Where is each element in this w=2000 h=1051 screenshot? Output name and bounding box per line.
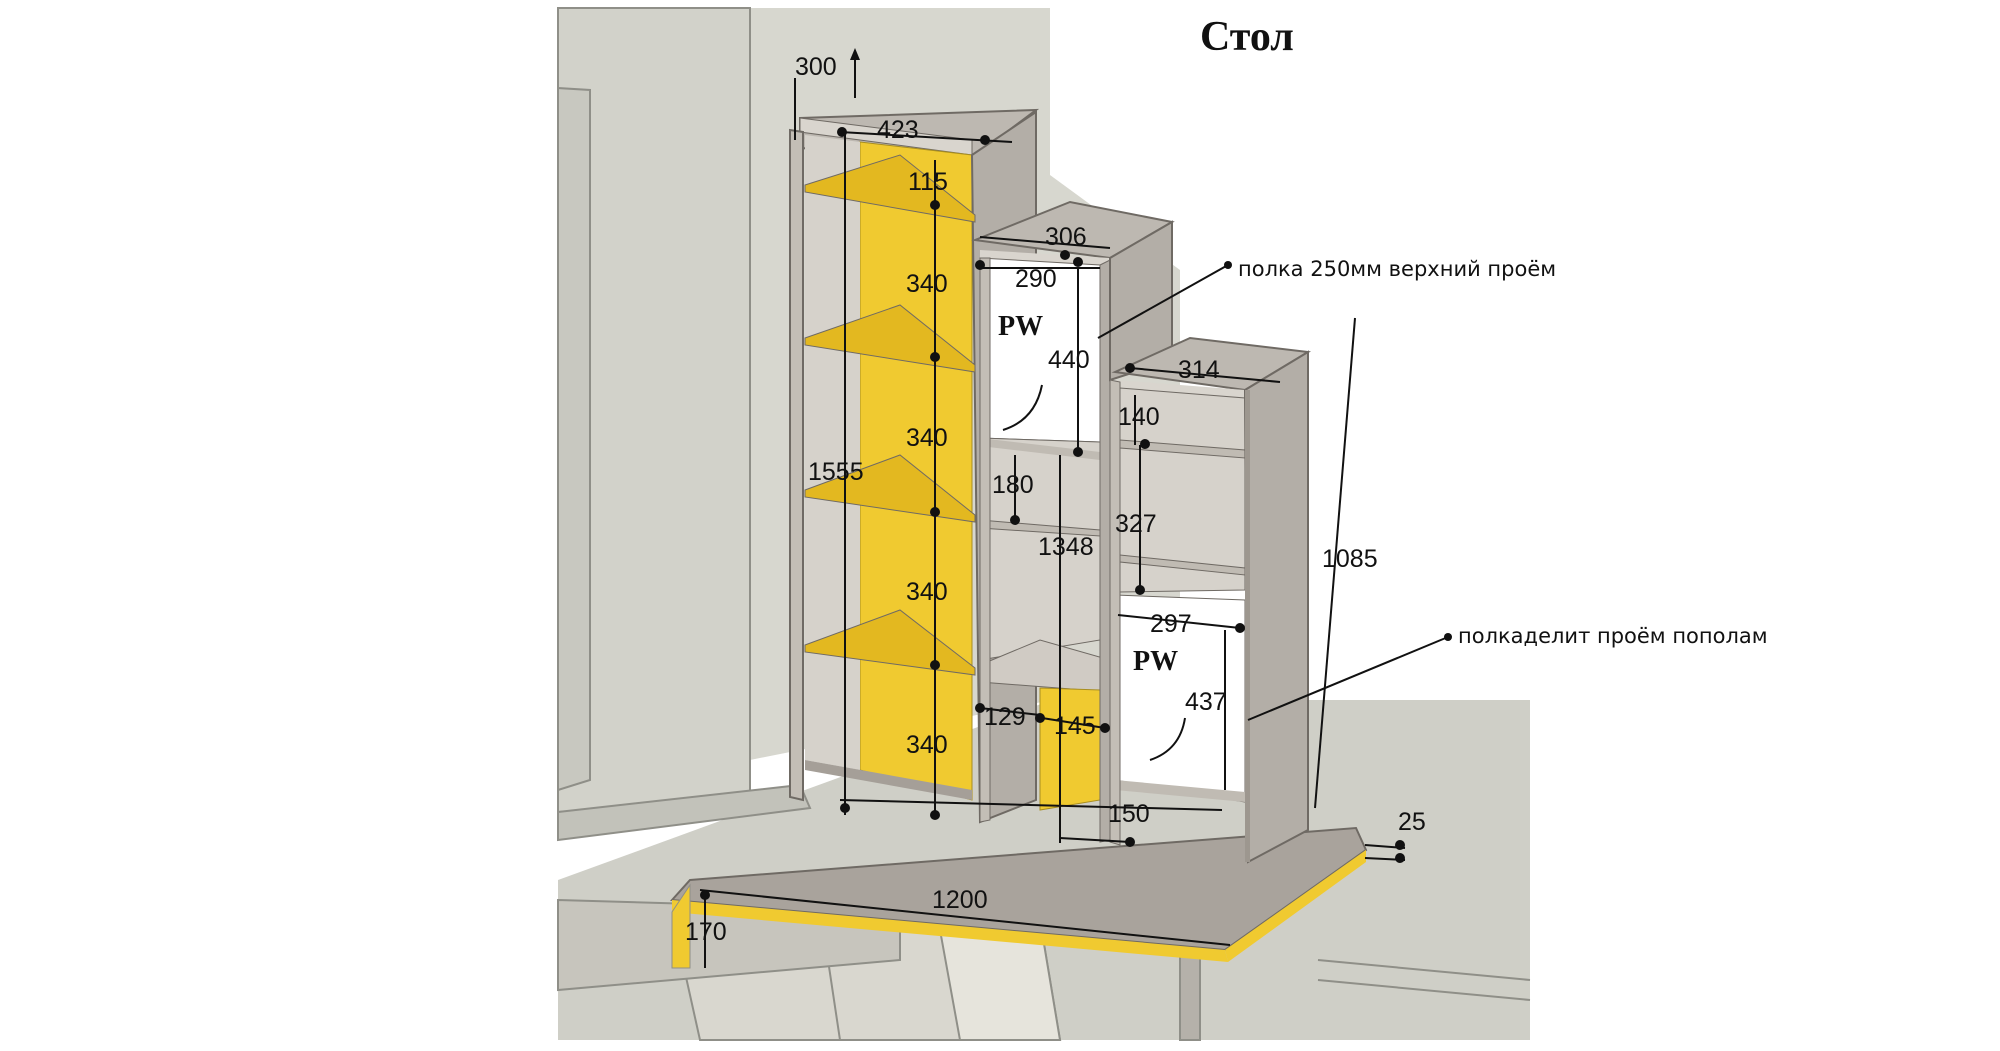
dim-140: 140 [1118, 403, 1160, 431]
dim-314: 314 [1178, 356, 1220, 384]
dim-150: 150 [1108, 800, 1150, 828]
dim-25: 25 [1398, 808, 1426, 836]
dim-170: 170 [685, 918, 727, 946]
dim-1555: 1555 [808, 458, 864, 486]
annotation-bottom-shelf: полкаделит проём пополам [1458, 624, 1768, 648]
diagram-title: Стол [1200, 14, 1294, 60]
dim-437: 437 [1185, 688, 1227, 716]
lower-cabinet [557, 898, 1201, 1041]
dim-340-3: 340 [906, 578, 948, 606]
panel-label-pw-bottom: PW [1133, 646, 1178, 677]
dim-290: 290 [1015, 265, 1057, 293]
dim-306: 306 [1045, 223, 1087, 251]
right-bookcase [1109, 336, 1312, 864]
dim-1200: 1200 [932, 886, 988, 914]
dim-129: 129 [984, 703, 1026, 731]
curved-arrow-icon [1149, 717, 1186, 761]
dimension-dots [700, 127, 1452, 900]
dim-440: 440 [1048, 346, 1090, 374]
dim-340-1: 340 [906, 270, 948, 298]
dim-340-4: 340 [906, 731, 948, 759]
dim-297: 297 [1150, 610, 1192, 638]
dim-300: 300 [795, 53, 837, 81]
curved-arrow-icon [1002, 384, 1043, 431]
desk-top [669, 826, 1368, 969]
dim-180: 180 [992, 471, 1034, 499]
arrow-up-icon [850, 48, 860, 60]
dim-340-2: 340 [906, 424, 948, 452]
dim-1085: 1085 [1322, 545, 1378, 573]
annotation-top-shelf: полка 250мм верхний проём [1238, 257, 1556, 281]
dim-145: 145 [1054, 712, 1096, 740]
dim-1348: 1348 [1038, 533, 1094, 561]
middle-bookcase [971, 200, 1175, 843]
dim-423: 423 [877, 116, 919, 144]
panel-label-pw-top: PW [998, 311, 1043, 342]
dim-327: 327 [1115, 510, 1157, 538]
dim-115: 115 [908, 168, 948, 196]
